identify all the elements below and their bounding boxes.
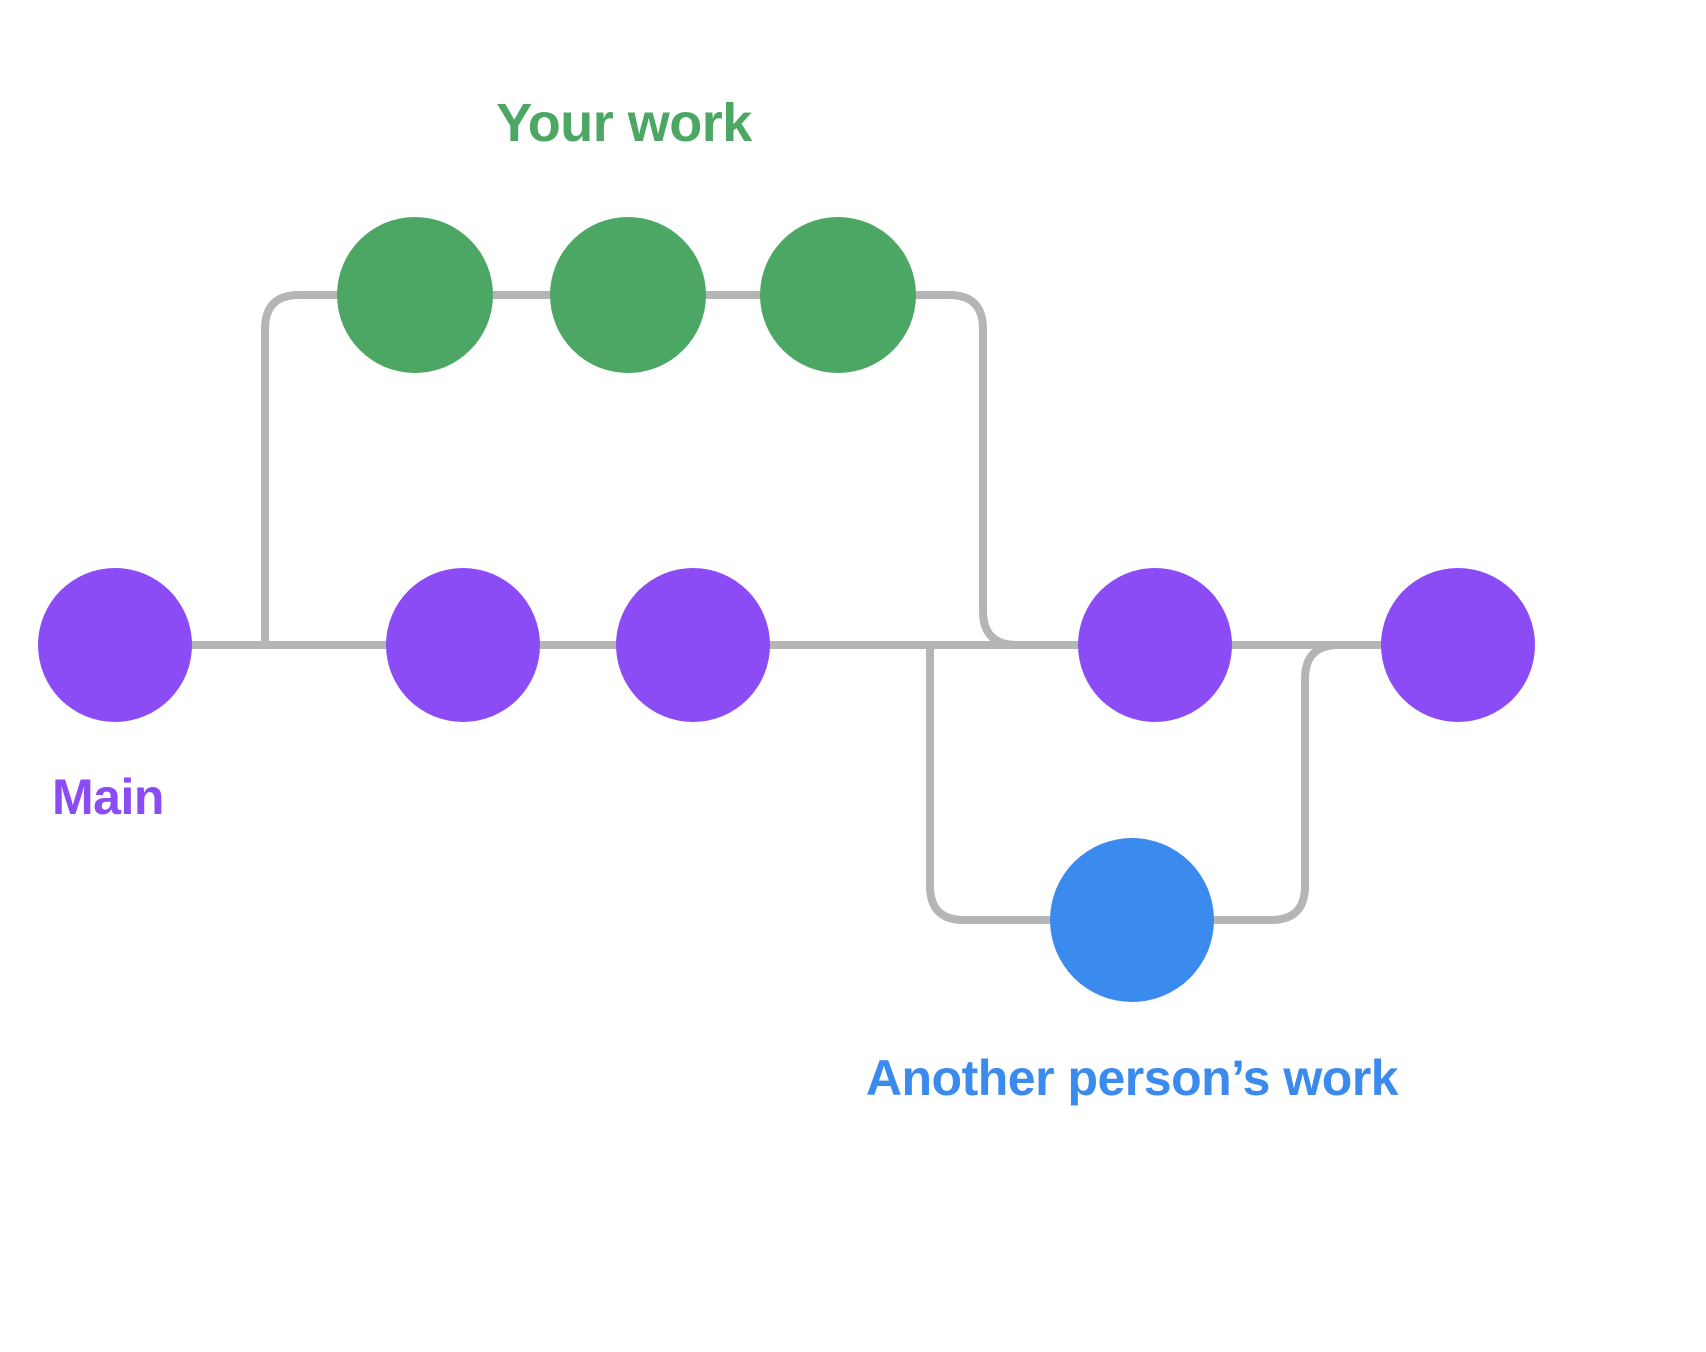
- commit-node-your-work-2[interactable]: [550, 217, 706, 373]
- commit-node-main-3[interactable]: [616, 568, 770, 722]
- commit-node-main-5[interactable]: [1381, 568, 1535, 722]
- merge-in-blue-icon: [1210, 641, 1343, 924]
- branch-out-green-icon: [261, 291, 342, 649]
- branch-label-main: Main: [52, 769, 164, 825]
- commit-node-main-1[interactable]: [38, 568, 192, 722]
- commit-nodes-your-work: [337, 217, 916, 373]
- commit-node-your-work-1[interactable]: [337, 217, 493, 373]
- branch-label-your-work: Your work: [496, 93, 752, 153]
- commit-node-main-2[interactable]: [386, 568, 540, 722]
- branch-out-blue-icon: [926, 645, 1055, 924]
- commit-node-main-4[interactable]: [1078, 568, 1232, 722]
- commit-nodes-another-person: [1050, 838, 1214, 1002]
- merge-in-green-icon: [912, 291, 1021, 649]
- commit-node-another-person-1[interactable]: [1050, 838, 1214, 1002]
- connector-lines: [188, 291, 1386, 924]
- commit-node-your-work-3[interactable]: [760, 217, 916, 373]
- branch-label-another-person: Another person’s work: [865, 1050, 1399, 1106]
- commit-nodes-main: [38, 568, 1535, 722]
